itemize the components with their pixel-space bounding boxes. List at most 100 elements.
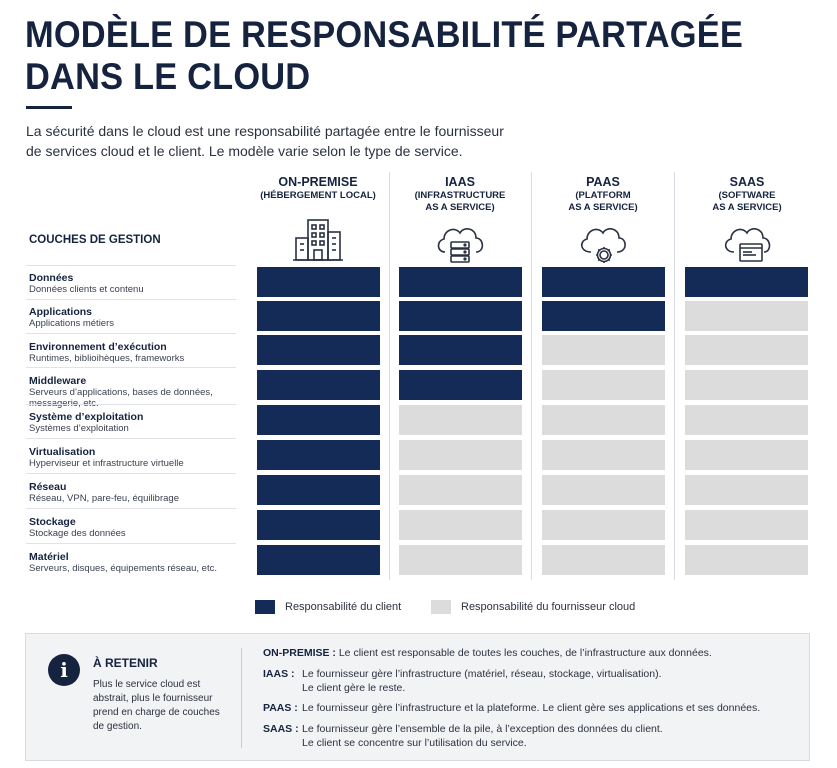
layer-name: Middleware bbox=[29, 375, 87, 387]
definition-text: Le client gère le reste. bbox=[302, 682, 406, 694]
provider-responsibility-cell bbox=[685, 370, 808, 400]
column-divider bbox=[674, 172, 675, 580]
layer-description: Données clients et contenu bbox=[29, 284, 144, 295]
column-subtitle: (HÉBERGEMENT LOCAL) bbox=[260, 190, 376, 201]
layer-description: Réseau, VPN, pare-feu, équilibrage bbox=[29, 493, 179, 504]
column-divider bbox=[389, 172, 390, 580]
row-divider bbox=[26, 508, 236, 509]
client-responsibility-cell bbox=[257, 370, 380, 400]
legend-swatch-provider bbox=[431, 600, 451, 614]
row-divider bbox=[26, 438, 236, 439]
layer-name: Matériel bbox=[29, 551, 69, 563]
definition-iaas: IAAS : bbox=[263, 667, 295, 681]
layer-description: Serveurs, disques, équipements réseau, e… bbox=[29, 563, 217, 574]
row-divider bbox=[26, 404, 236, 405]
provider-responsibility-cell bbox=[542, 335, 665, 365]
row-divider bbox=[26, 265, 236, 266]
column-title: SAAS bbox=[729, 175, 765, 189]
remember-text: Plus le service cloud est abstrait, plus… bbox=[93, 679, 220, 732]
legend-label-provider: Responsabilité du fournisseur cloud bbox=[461, 601, 636, 613]
definition-key: ON-PREMISE : bbox=[263, 647, 336, 659]
provider-responsibility-cell bbox=[685, 545, 808, 575]
provider-responsibility-cell bbox=[542, 405, 665, 435]
layer-label-os: Système d’exploitation Systèmes d’exploi… bbox=[29, 411, 239, 434]
row-divider bbox=[26, 367, 236, 368]
title-underline bbox=[26, 106, 72, 109]
remember-panel bbox=[25, 633, 810, 761]
client-responsibility-cell bbox=[257, 335, 380, 365]
subtitle-line-1: La sécurité dans le cloud est une respon… bbox=[26, 123, 504, 139]
layers-header: COUCHES DE GESTION bbox=[29, 234, 161, 246]
definition-saas: SAAS : bbox=[263, 722, 299, 736]
provider-responsibility-cell bbox=[542, 475, 665, 505]
column-subtitle: AS A SERVICE) bbox=[425, 202, 495, 213]
provider-responsibility-cell bbox=[399, 545, 522, 575]
row-divider bbox=[26, 473, 236, 474]
column-subtitle: AS A SERVICE) bbox=[568, 202, 638, 213]
layer-description: Systèmes d’exploitation bbox=[29, 423, 129, 434]
layer-description: Hyperviseur et infrastructure virtuelle bbox=[29, 458, 184, 469]
column-divider bbox=[531, 172, 532, 580]
provider-responsibility-cell bbox=[685, 405, 808, 435]
layer-description: Applications métiers bbox=[29, 318, 115, 329]
subtitle-line-2: de services cloud et le client. Le modèl… bbox=[26, 143, 463, 159]
definition-on-premise: ON-PREMISE : Le client est responsable d… bbox=[263, 646, 712, 660]
row-divider bbox=[26, 543, 236, 544]
cloud-window-icon bbox=[720, 220, 774, 266]
definition-key: IAAS : bbox=[263, 668, 295, 680]
layer-name: Environnement d’exécution bbox=[29, 341, 167, 353]
layer-description: Serveurs d’applications, bases de donnée… bbox=[29, 387, 213, 398]
column-header-paas: PAAS (PLATFORM AS A SERVICE) bbox=[541, 175, 665, 266]
layer-label-applications: Applications Applications métiers bbox=[29, 306, 239, 329]
provider-responsibility-cell bbox=[685, 510, 808, 540]
column-subtitle: (SOFTWARE bbox=[718, 190, 776, 201]
cloud-gear-icon bbox=[576, 220, 630, 266]
subtitle: La sécurité dans le cloud est une respon… bbox=[26, 121, 546, 161]
remember-title: À RETENIR bbox=[93, 656, 158, 670]
client-responsibility-cell bbox=[257, 475, 380, 505]
definition-text: Le client est responsable de toutes les … bbox=[338, 647, 712, 659]
building-icon bbox=[291, 216, 345, 262]
column-title: ON-PREMISE bbox=[278, 175, 358, 189]
title-line-2: DANS LE CLOUD bbox=[25, 56, 311, 97]
client-responsibility-cell bbox=[542, 301, 665, 331]
client-responsibility-cell bbox=[399, 335, 522, 365]
client-responsibility-cell bbox=[685, 267, 808, 297]
definition-text: Le fournisseur gère l’infrastructure (ma… bbox=[302, 668, 662, 680]
provider-responsibility-cell bbox=[399, 440, 522, 470]
layer-name: Stockage bbox=[29, 516, 76, 528]
client-responsibility-cell bbox=[257, 267, 380, 297]
layer-label-hardware: Matériel Serveurs, disques, équipements … bbox=[29, 551, 239, 574]
layer-description: Stockage des données bbox=[29, 528, 126, 539]
definition-paas: PAAS : bbox=[263, 701, 298, 715]
row-divider bbox=[26, 333, 236, 334]
provider-responsibility-cell bbox=[685, 475, 808, 505]
provider-responsibility-cell bbox=[542, 510, 665, 540]
client-responsibility-cell bbox=[399, 301, 522, 331]
provider-responsibility-cell bbox=[542, 545, 665, 575]
layer-name: Données bbox=[29, 272, 74, 284]
client-responsibility-cell bbox=[399, 370, 522, 400]
column-header-on-premise: ON-PREMISE (HÉBERGEMENT LOCAL) bbox=[253, 175, 383, 262]
legend-swatch-client bbox=[255, 600, 275, 614]
page-title: MODÈLE DE RESPONSABILITÉ PARTAGÉE DANS L… bbox=[25, 14, 769, 98]
client-responsibility-cell bbox=[542, 267, 665, 297]
definition-text: Le fournisseur gère l’ensemble de la pil… bbox=[302, 723, 663, 735]
provider-responsibility-cell bbox=[399, 475, 522, 505]
row-divider bbox=[26, 299, 236, 300]
layer-description: Runtimes, biblioihèques, frameworks bbox=[29, 353, 185, 364]
client-responsibility-cell bbox=[257, 301, 380, 331]
layer-description: messagerie, etc. bbox=[29, 398, 239, 409]
provider-responsibility-cell bbox=[685, 301, 808, 331]
client-responsibility-cell bbox=[399, 267, 522, 297]
provider-responsibility-cell bbox=[399, 510, 522, 540]
client-responsibility-cell bbox=[257, 440, 380, 470]
column-header-iaas: IAAS (INFRASTRUCTURE AS A SERVICE) bbox=[399, 175, 521, 266]
definition-key: SAAS : bbox=[263, 723, 299, 735]
column-header-saas: SAAS (SOFTWARE AS A SERVICE) bbox=[685, 175, 809, 266]
provider-responsibility-cell bbox=[542, 440, 665, 470]
legend-label-client: Responsabilité du client bbox=[285, 601, 402, 613]
provider-responsibility-cell bbox=[685, 335, 808, 365]
layer-name: Applications bbox=[29, 306, 93, 318]
column-title: IAAS bbox=[445, 175, 475, 189]
